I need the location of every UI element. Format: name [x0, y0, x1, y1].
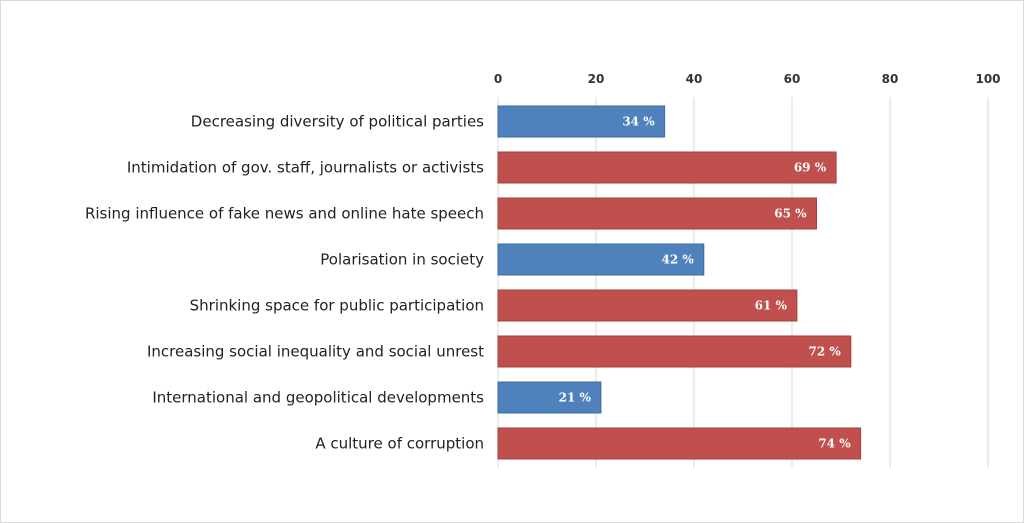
bar	[497, 427, 862, 460]
bar	[497, 243, 705, 276]
category-label: Shrinking space for public participation	[190, 297, 484, 315]
bar	[497, 105, 666, 138]
x-tick-label: 60	[784, 72, 801, 86]
data-label: 65 %	[774, 207, 807, 221]
bar	[497, 381, 602, 414]
category-label: Intimidation of gov. staff, journalists …	[127, 159, 484, 177]
data-label: 72 %	[809, 345, 842, 359]
category-label: Rising influence of fake news and online…	[85, 205, 484, 223]
x-tick-label: 20	[588, 72, 605, 86]
data-label: 74 %	[818, 437, 851, 451]
bars	[497, 105, 862, 460]
bar	[497, 151, 837, 184]
data-label: 34 %	[622, 115, 655, 129]
x-axis-ticks: 0 20 40 60 80 100	[494, 72, 1001, 86]
category-label: Increasing social inequality and social …	[147, 343, 484, 361]
category-label: Decreasing diversity of political partie…	[191, 113, 484, 131]
x-tick-label: 0	[494, 72, 502, 86]
x-tick-label: 100	[975, 72, 1000, 86]
bar	[497, 197, 817, 230]
x-tick-label: 40	[686, 72, 703, 86]
x-tick-label: 80	[882, 72, 899, 86]
category-label: International and geopolitical developme…	[152, 389, 484, 407]
category-labels: Decreasing diversity of political partie…	[85, 113, 484, 453]
category-label: Polarisation in society	[320, 251, 484, 269]
data-labels: 34 % 69 % 65 % 42 % 61 % 72 % 21 % 74 %	[559, 115, 852, 451]
data-label: 69 %	[794, 161, 827, 175]
bar	[497, 335, 852, 368]
bar	[497, 289, 798, 322]
data-label: 21 %	[559, 391, 592, 405]
data-label: 42 %	[662, 253, 695, 267]
data-label: 61 %	[755, 299, 788, 313]
category-label: A culture of corruption	[315, 435, 484, 453]
